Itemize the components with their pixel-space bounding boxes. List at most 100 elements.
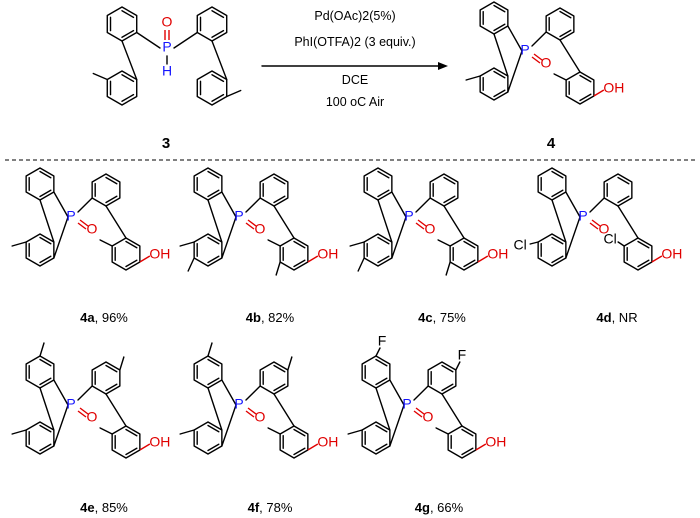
methyl-group: [92, 72, 108, 81]
c-oh-bond: [139, 255, 151, 263]
methyl-group: [11, 241, 27, 247]
aromatic-double-bond: [105, 364, 118, 373]
benzene-ring: [106, 70, 138, 106]
bond: [559, 39, 581, 73]
hydroxyl-group: OH: [149, 434, 170, 450]
methyl-group: [39, 342, 45, 357]
aromatic-double-bond: [493, 70, 506, 79]
aromatic-double-bond: [493, 23, 506, 32]
bond: [245, 385, 261, 401]
aromatic-double-bond: [443, 176, 456, 185]
bond: [273, 393, 295, 427]
benzene-ring: [196, 70, 228, 106]
aromatic-double-bond: [377, 236, 390, 245]
aromatic-double-bond: [551, 189, 564, 198]
benzene-ring: [25, 167, 55, 201]
aromatic-double-bond: [375, 377, 388, 386]
benzene-ring: [193, 355, 223, 389]
methyl-group: [357, 257, 365, 272]
aromatic-double-bond: [461, 447, 474, 456]
phosphorus-atom: P: [402, 396, 411, 412]
aromatic-double-bond: [551, 170, 564, 179]
caption-4c: 4c, 75%: [418, 310, 466, 325]
bond: [531, 31, 547, 47]
aromatic-double-bond: [121, 10, 135, 19]
p-o-double-bond: [245, 222, 255, 230]
bond: [221, 216, 237, 259]
aromatic-double-bond: [375, 443, 388, 452]
aromatic-double-bond: [121, 29, 135, 38]
methyl-group: [465, 75, 481, 81]
caption-4a: 4a, 96%: [80, 310, 128, 325]
fluorine-atom: F: [378, 333, 387, 349]
c-oh-bond: [307, 443, 319, 451]
methyl-group: [119, 356, 125, 371]
benzene-ring: [361, 355, 391, 389]
phosphorus-atom: P: [234, 396, 243, 412]
benzene-ring: [193, 167, 223, 201]
aromatic-double-bond: [375, 358, 388, 367]
aromatic-double-bond: [207, 424, 220, 433]
p-o-double-bond: [533, 53, 543, 61]
bond: [565, 216, 581, 259]
condition-solvent: DCE: [342, 73, 368, 87]
aromatic-double-bond: [105, 176, 118, 185]
aromatic-double-bond: [559, 29, 572, 38]
bond: [221, 379, 237, 406]
benzene-ring: [279, 425, 309, 459]
hydroxyl-group: OH: [487, 246, 508, 262]
aromatic-double-bond: [211, 93, 225, 102]
caption-4f: 4f, 78%: [248, 500, 293, 515]
benzene-ring: [537, 167, 567, 201]
bond: [507, 50, 523, 93]
benzene-ring: [25, 421, 55, 455]
methyl-group: [349, 241, 365, 247]
c-cl-bond: [529, 241, 539, 245]
methyl-group: [267, 239, 281, 247]
aromatic-double-bond: [211, 10, 225, 19]
p-o-double-bond: [247, 407, 257, 415]
caption-4e: 4e, 85%: [80, 500, 128, 515]
aromatic-double-bond: [559, 10, 572, 19]
p-o-double-bond: [77, 222, 87, 230]
benzene-ring: [193, 233, 223, 267]
p-o-double-bond: [77, 410, 87, 418]
benzene-ring: [427, 361, 457, 395]
bond: [391, 216, 407, 259]
bond: [415, 197, 431, 213]
benzene-ring: [111, 425, 141, 459]
bond: [245, 197, 261, 213]
methyl-group: [11, 429, 27, 435]
bond: [413, 385, 429, 401]
aromatic-double-bond: [121, 93, 135, 102]
bond: [39, 199, 55, 243]
hydroxyl-group: OH: [317, 246, 338, 262]
aromatic-double-bond: [39, 443, 52, 452]
bond: [589, 197, 605, 213]
aromatic-double-bond: [39, 189, 52, 198]
bond: [441, 393, 463, 427]
methyl-group: [179, 241, 195, 247]
methyl-group: [207, 342, 213, 357]
aromatic-double-bond: [125, 428, 138, 437]
aromatic-double-bond: [211, 74, 225, 83]
hydroxyl-group: OH: [485, 434, 506, 450]
aromatic-double-bond: [39, 358, 52, 367]
c-oh-bond: [651, 255, 663, 263]
aromatic-double-bond: [39, 236, 52, 245]
oxygen-atom: O: [87, 221, 98, 237]
bond: [377, 199, 393, 243]
chlorine-atom: Cl: [514, 237, 527, 253]
c-oh-bond: [139, 443, 151, 451]
bond: [273, 205, 295, 239]
phosphorus-atom: P: [234, 208, 243, 224]
benzene-ring: [537, 233, 567, 267]
c-oh-bond: [307, 255, 319, 263]
aromatic-double-bond: [39, 255, 52, 264]
bond: [565, 191, 581, 218]
aromatic-double-bond: [463, 240, 476, 249]
